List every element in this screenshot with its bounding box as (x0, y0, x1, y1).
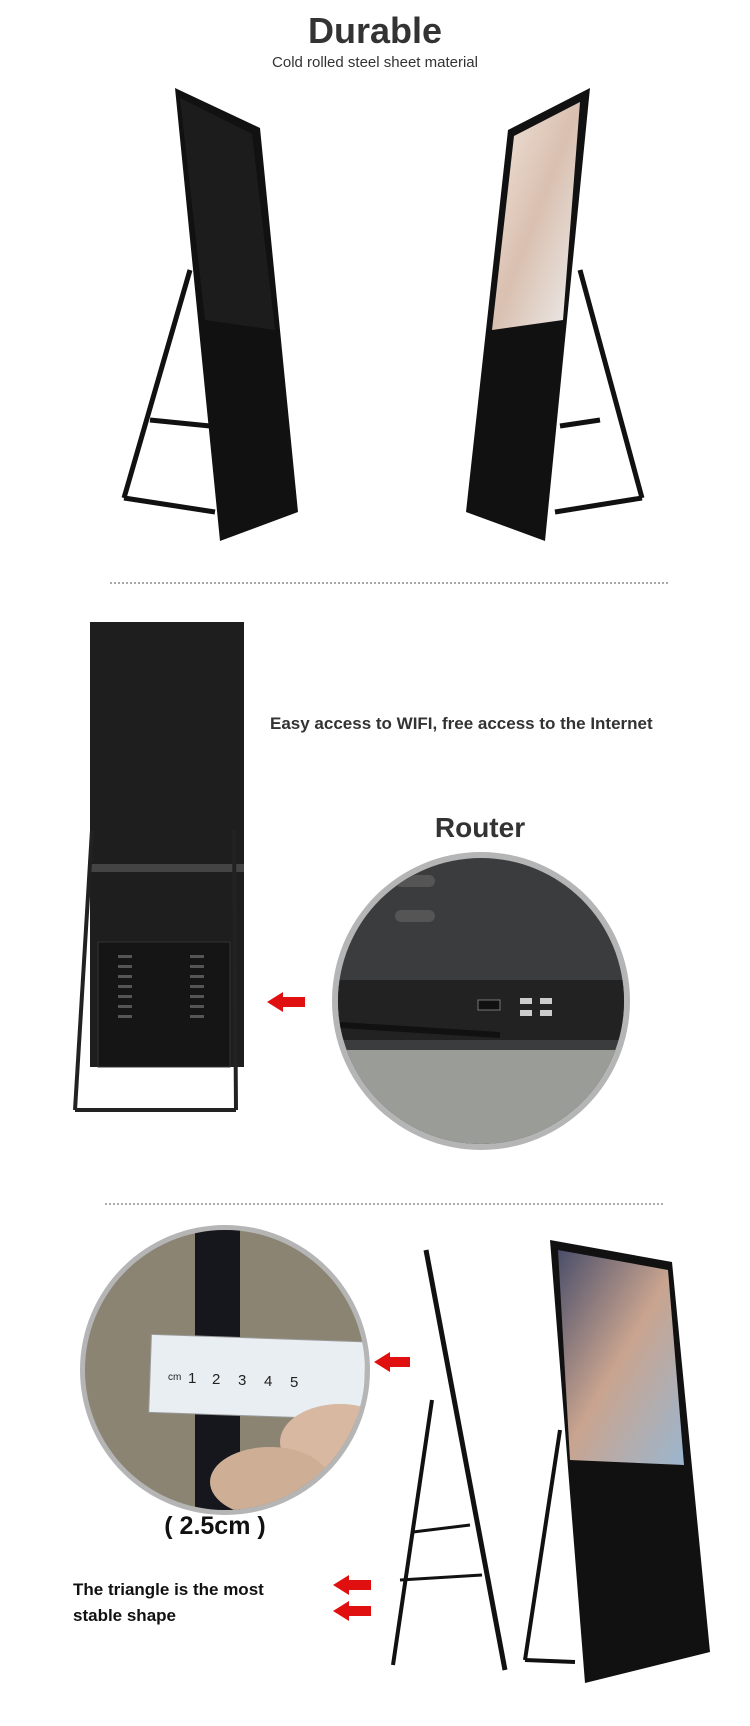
arrow-left-icon (374, 1352, 410, 1372)
arrow-left-icon (333, 1575, 371, 1595)
stand-right-view (466, 88, 645, 541)
arrow-left-icon (267, 992, 305, 1012)
wifi-description: Easy access to WIFI, free access to the … (270, 714, 653, 733)
section-title-router: Router (434, 812, 526, 843)
ruler-tick: 5 (290, 1374, 298, 1391)
caption-line: stable shape (73, 1606, 176, 1625)
caption-line: The triangle is the most (73, 1580, 264, 1599)
stand-side-view (391, 1249, 508, 1671)
stand-left-view (121, 88, 298, 541)
router-closeup (332, 852, 630, 1150)
ruler-tick: 3 (238, 1372, 246, 1389)
stand-front-view (523, 1240, 710, 1683)
arrow-left-icon (333, 1601, 371, 1621)
stability-caption: The triangle is the most stable shape (73, 1577, 264, 1629)
ruler-tick: 2 (212, 1371, 220, 1388)
stand-back-view (73, 622, 244, 1112)
ruler-unit: cm (168, 1372, 181, 1383)
thickness-closeup: cm 1 2 3 4 5 (80, 1225, 370, 1515)
ruler-tick: 4 (264, 1373, 272, 1390)
ruler-tick: 1 (188, 1370, 196, 1387)
section-subtitle-durable: Cold rolled steel sheet material (272, 54, 478, 71)
thickness-label: ( 2.5cm ) (164, 1512, 266, 1540)
section-title-durable: Durable (307, 10, 443, 51)
